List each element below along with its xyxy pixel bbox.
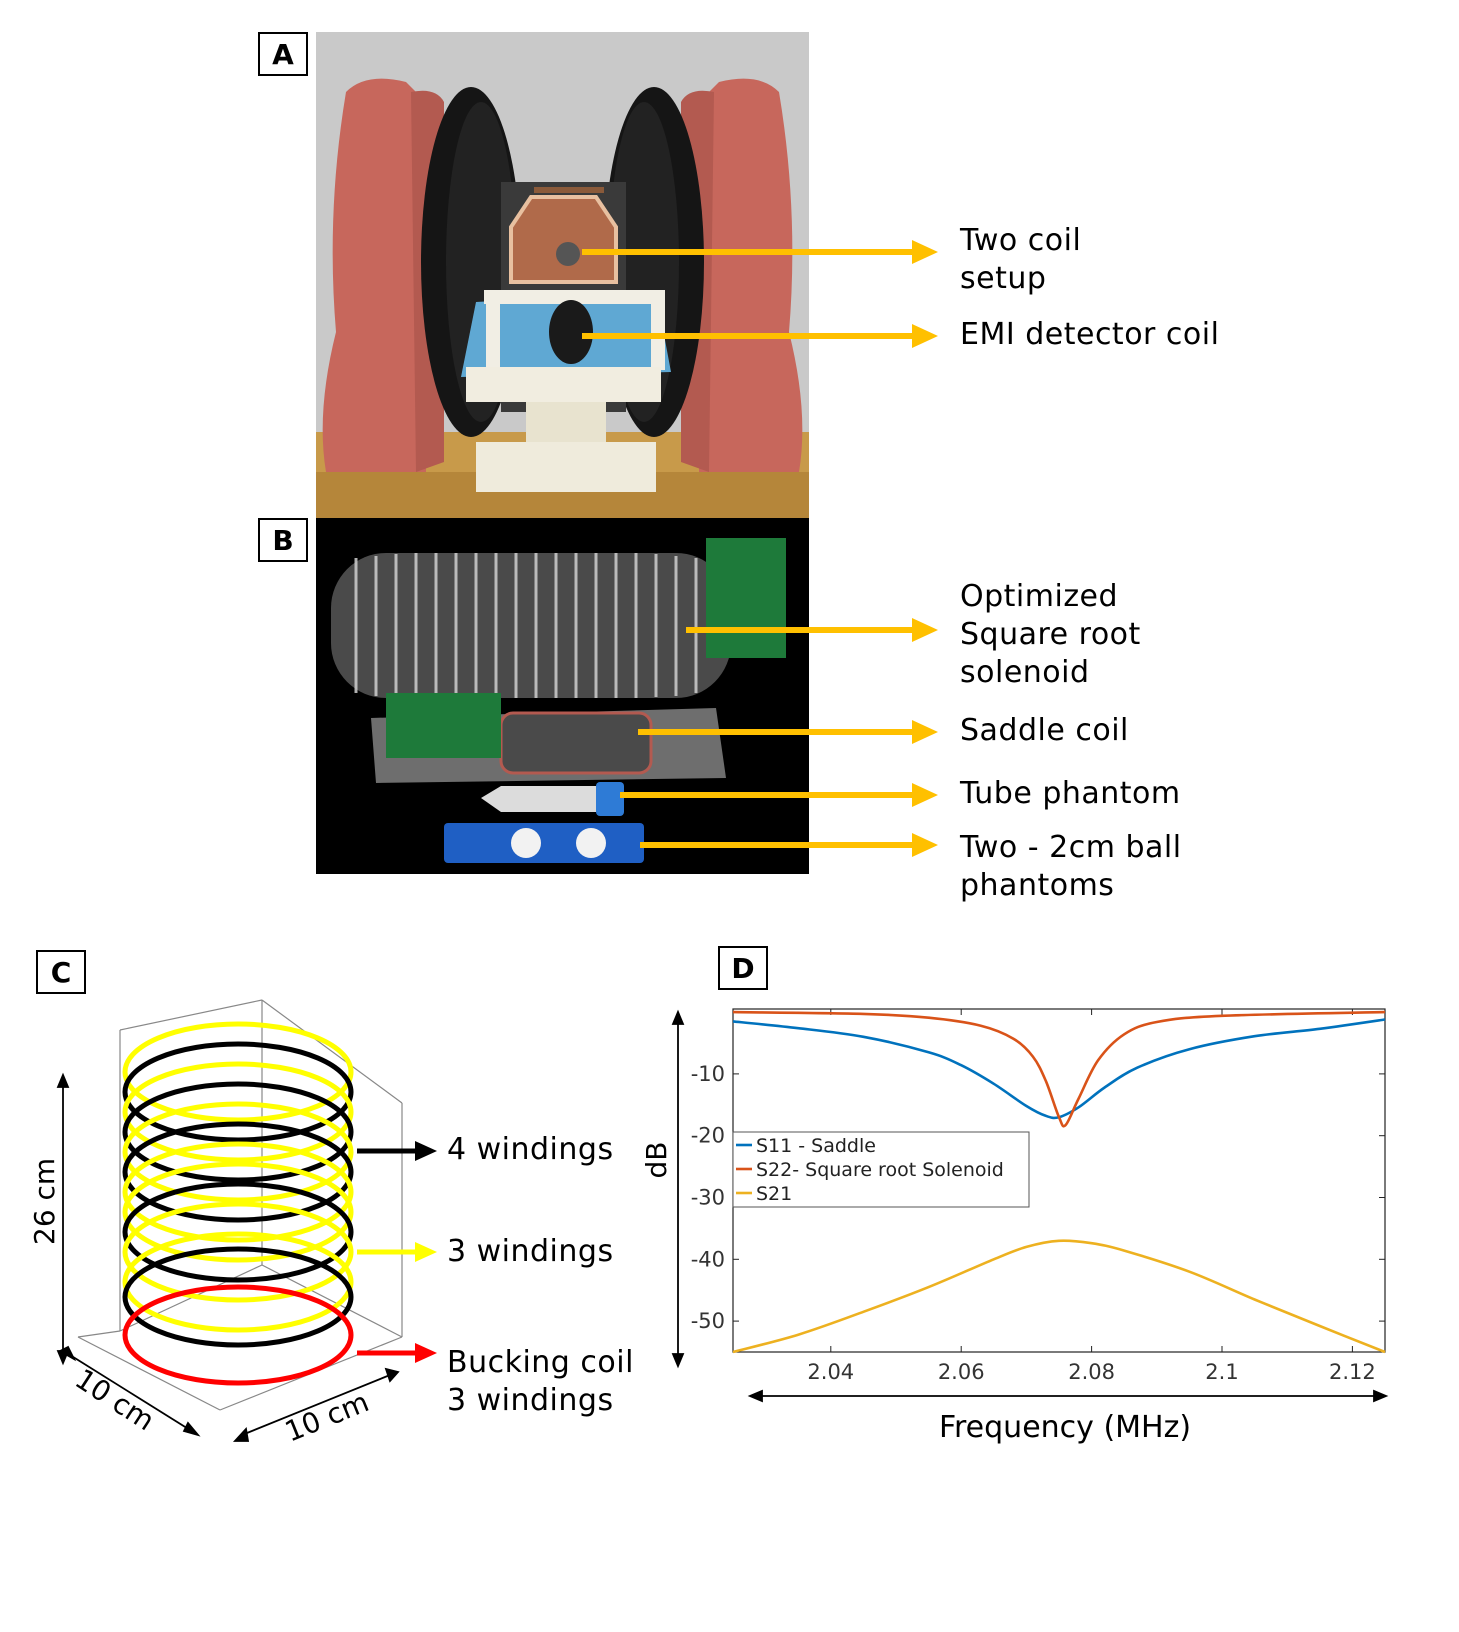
x-axis-label: Frequency (MHz) <box>939 1410 1191 1445</box>
panel-a-photo <box>316 32 809 518</box>
y-axis-label: dB <box>640 1142 673 1179</box>
panel-d-label: D <box>718 946 768 990</box>
y-axis-arrow <box>671 1009 685 1369</box>
y-tick-label: -30 <box>691 1185 725 1209</box>
callout-4-windings: 4 windings <box>447 1132 614 1167</box>
callout-ball-phantoms: Two - 2cm ball phantoms <box>960 830 1182 903</box>
dim-right-label: 10 cm <box>280 1385 373 1448</box>
x-tick-label: 2.06 <box>938 1360 985 1384</box>
callout-two-coil-setup: Two coil setup <box>960 223 1082 296</box>
legend-label: S22- Square root Solenoid <box>756 1159 1004 1181</box>
panel-c-arrows <box>357 1141 437 1363</box>
series-line-3 <box>732 1239 1386 1354</box>
dim-height-label: 26 cm <box>28 1158 61 1245</box>
callout-emi-detector-coil: EMI detector coil <box>960 317 1220 352</box>
panel-a-label: A <box>258 32 308 76</box>
legend-label: S11 - Saddle <box>756 1135 876 1157</box>
panel-b-arrows <box>620 618 938 857</box>
y-tick-label: -20 <box>691 1124 725 1148</box>
s-parameter-chart: 2.04 2.06 2.08 2.1 2.12 -10 -20 -30 -40 -50 dB Fr… <box>640 1008 1389 1445</box>
panel-a-arrows <box>582 240 938 348</box>
panel-b-photo <box>316 518 809 874</box>
callout-square-root-solenoid: Optimized Square root solenoid <box>960 579 1141 690</box>
callout-tube-phantom: Tube phantom <box>960 776 1181 811</box>
legend-label: S21 <box>756 1183 792 1205</box>
dim-left-label: 10 cm <box>69 1362 160 1437</box>
x-tick-label: 2.04 <box>807 1360 854 1384</box>
panel-c-label: C <box>36 950 86 994</box>
callout-3-windings: 3 windings <box>447 1234 614 1269</box>
y-tick-label: -50 <box>691 1309 725 1333</box>
series-line-2 <box>732 1010 1386 1128</box>
y-tick-label: -40 <box>691 1247 725 1271</box>
panel-b-label: B <box>258 518 308 562</box>
x-tick-label: 2.12 <box>1329 1360 1376 1384</box>
x-tick-label: 2.08 <box>1068 1360 1115 1384</box>
x-tick-label: 2.1 <box>1205 1360 1238 1384</box>
series-line-1 <box>732 1018 1386 1120</box>
y-tick-label: -10 <box>691 1062 725 1086</box>
callout-bucking-coil: Bucking coil 3 windings <box>447 1345 634 1418</box>
coil-diagram: 26 cm 10 cm 10 cm <box>28 999 403 1448</box>
callout-saddle-coil: Saddle coil <box>960 713 1129 748</box>
x-axis-arrow <box>747 1389 1389 1403</box>
